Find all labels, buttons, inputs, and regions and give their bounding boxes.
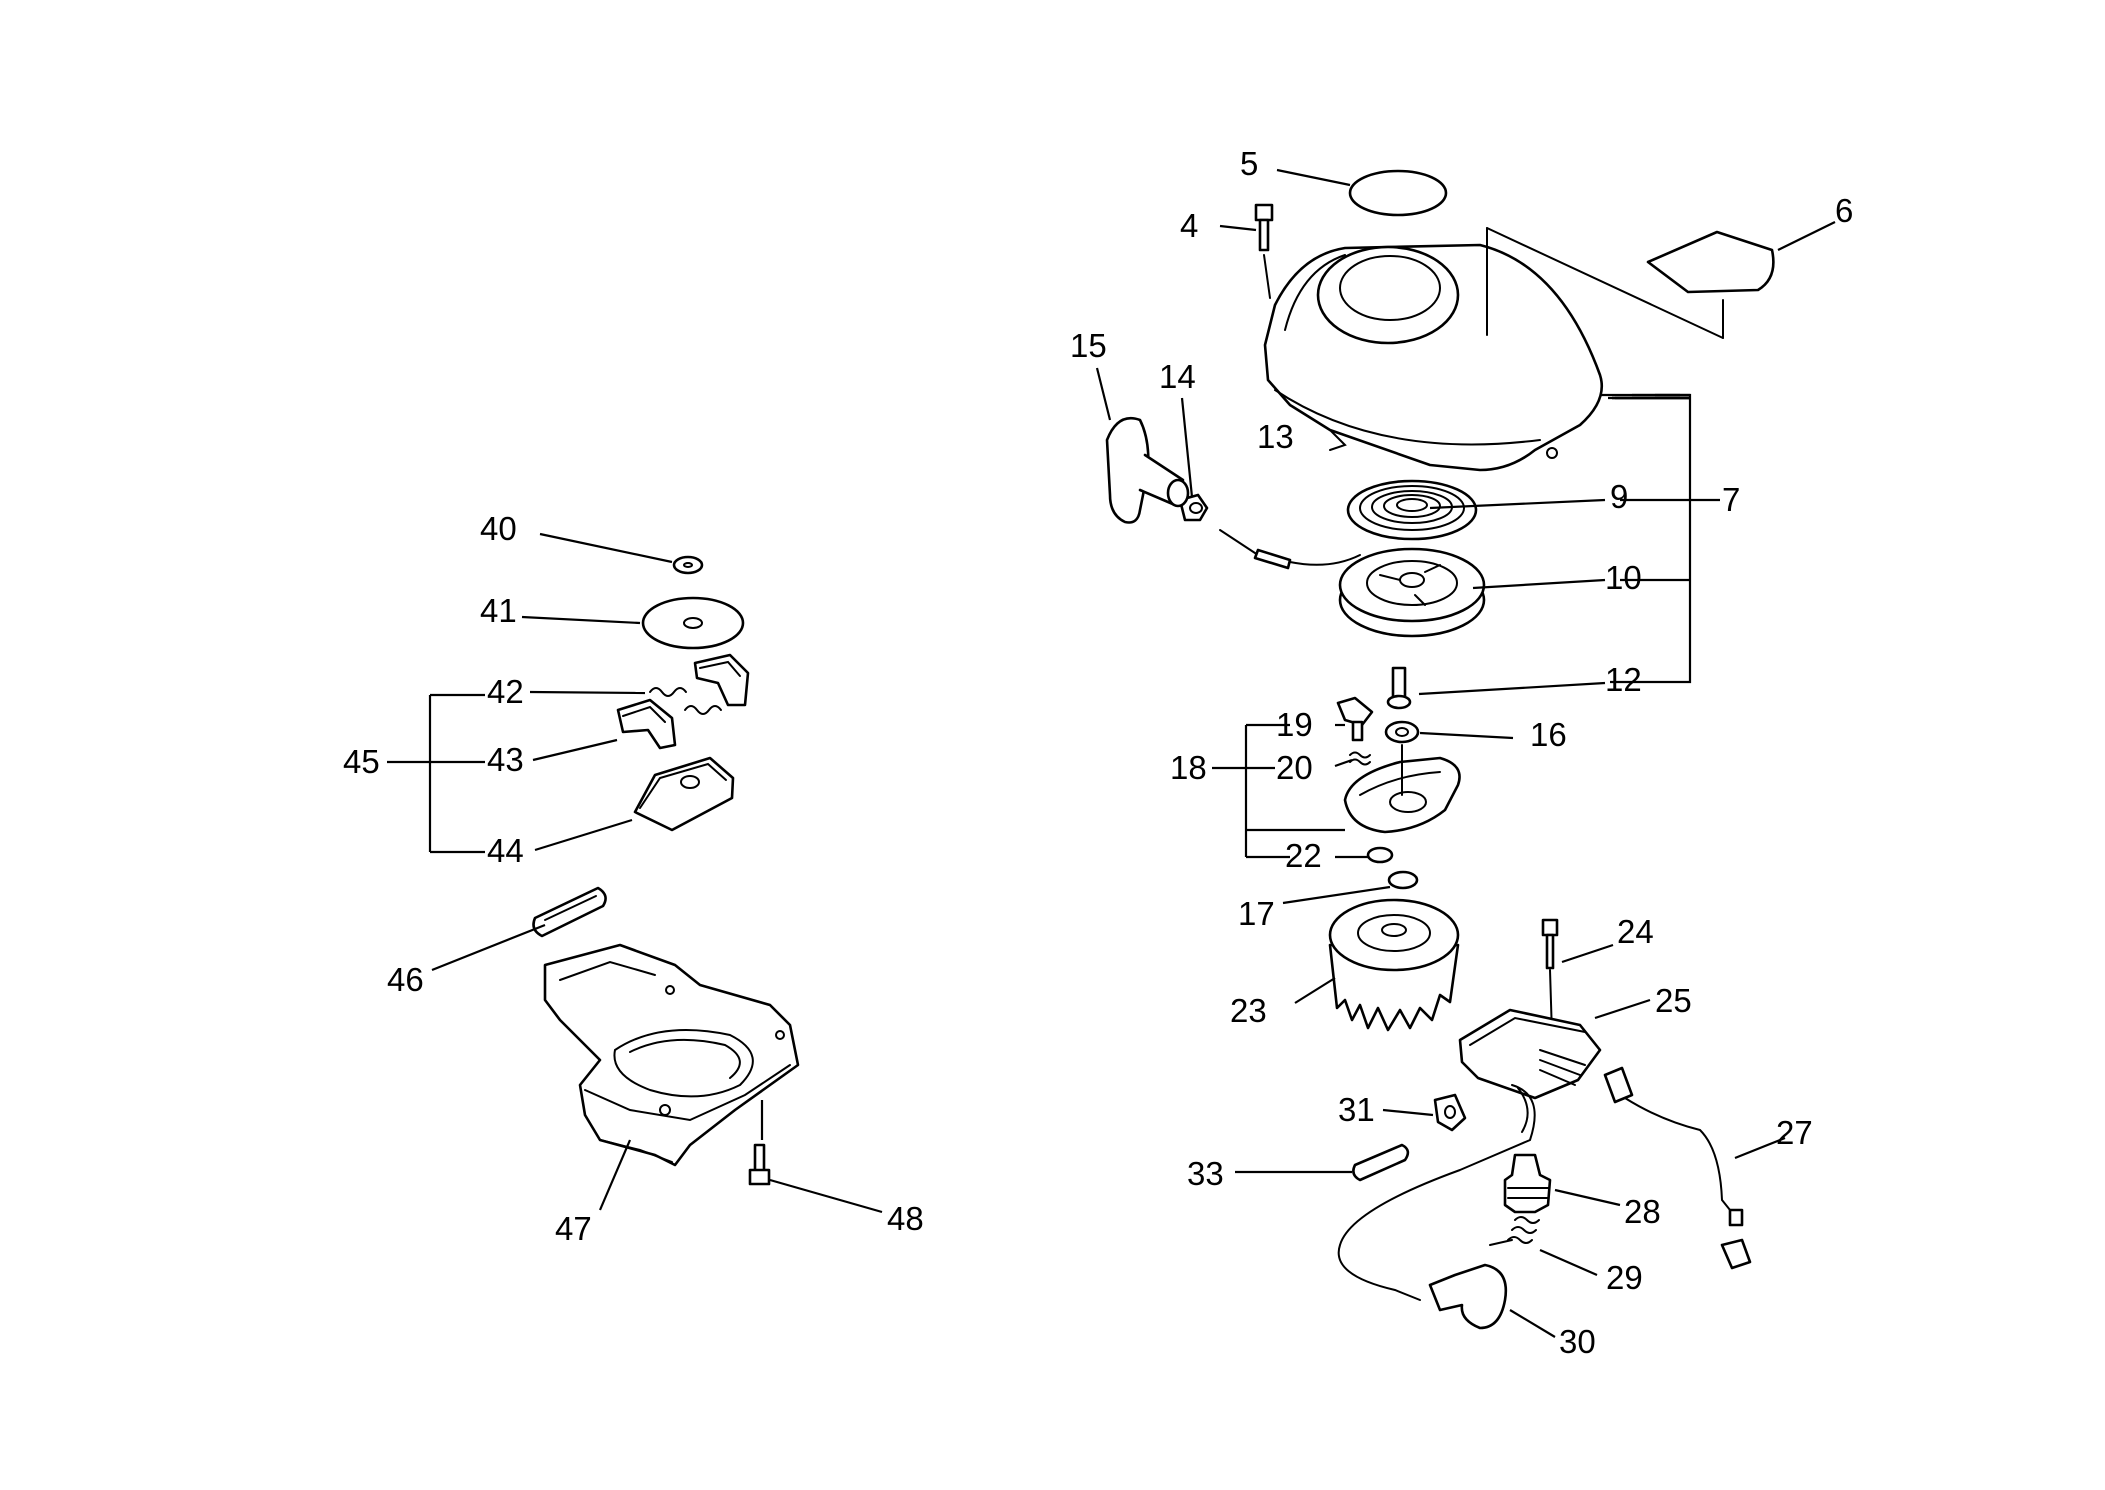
part-20-spring xyxy=(1349,751,1371,766)
part-18-ratchet-assembly xyxy=(1343,744,1461,834)
part-42-clutch-shoe-and-springs xyxy=(649,653,750,715)
part-33-pin xyxy=(1352,1143,1410,1182)
part-13-rope xyxy=(1219,529,1361,570)
callout-48: 48 xyxy=(887,1200,924,1237)
callout-labels: 4 5 6 7 9 10 12 13 14 15 16 17 18 19 20 … xyxy=(343,145,1853,1360)
callout-40: 40 xyxy=(480,510,517,547)
callout-7: 7 xyxy=(1722,481,1740,518)
callout-5: 5 xyxy=(1240,145,1258,182)
callout-22: 22 xyxy=(1285,837,1322,874)
part-27-ground-wire xyxy=(1603,1066,1752,1270)
callout-45: 45 xyxy=(343,743,380,780)
part-24-bolt xyxy=(1541,918,1559,1036)
callout-15: 15 xyxy=(1070,327,1107,364)
callout-27: 27 xyxy=(1776,1114,1813,1151)
part-28-spark-plug xyxy=(1503,1153,1552,1214)
part-17-washer xyxy=(1387,870,1419,890)
callout-24: 24 xyxy=(1617,913,1654,950)
callout-19: 19 xyxy=(1276,706,1313,743)
part-15-starter-handle xyxy=(1105,416,1190,524)
part-47-engine-housing xyxy=(543,943,800,1167)
callout-47: 47 xyxy=(555,1210,592,1247)
leader-lines xyxy=(387,168,1836,1338)
callout-9: 9 xyxy=(1610,478,1628,515)
part-48-bolt xyxy=(748,1143,771,1186)
callout-17: 17 xyxy=(1238,895,1275,932)
part-25-ignition-coil xyxy=(1458,1008,1602,1100)
callout-46: 46 xyxy=(387,961,424,998)
callout-29: 29 xyxy=(1606,1259,1643,1296)
part-30-spark-plug-cap-and-lead xyxy=(1337,1084,1536,1330)
callout-4: 4 xyxy=(1180,207,1198,244)
callout-13: 13 xyxy=(1257,418,1294,455)
part-16-washer xyxy=(1384,720,1420,744)
part-23-flywheel xyxy=(1328,898,1460,1032)
callout-42: 42 xyxy=(487,673,524,710)
callout-33: 33 xyxy=(1187,1155,1224,1192)
callout-20: 20 xyxy=(1276,749,1313,786)
callout-28: 28 xyxy=(1624,1193,1661,1230)
callout-41: 41 xyxy=(480,592,517,629)
part-12-screw xyxy=(1386,666,1412,710)
part-5-cap xyxy=(1348,169,1448,217)
callout-6: 6 xyxy=(1835,192,1853,229)
part-29-spring xyxy=(1489,1216,1540,1246)
part-7-starter-cover xyxy=(1263,227,1724,472)
callout-31: 31 xyxy=(1338,1091,1375,1128)
part-22-washer xyxy=(1366,846,1394,864)
callout-25: 25 xyxy=(1655,982,1692,1019)
part-31-clamp xyxy=(1433,1093,1467,1132)
part-44-clutch-hub xyxy=(633,756,735,832)
part-4-screw xyxy=(1254,203,1274,299)
part-40-washer xyxy=(672,555,704,575)
part-19-pawl xyxy=(1336,696,1374,742)
callout-30: 30 xyxy=(1559,1323,1596,1360)
part-6-label xyxy=(1646,230,1775,294)
callout-16: 16 xyxy=(1530,716,1567,753)
callout-23: 23 xyxy=(1230,992,1267,1029)
callout-18: 18 xyxy=(1170,749,1207,786)
part-43-clutch-shoe xyxy=(616,698,677,750)
part-41-plate xyxy=(641,596,745,650)
callout-43: 43 xyxy=(487,741,524,778)
callout-10: 10 xyxy=(1605,559,1642,596)
part-9-recoil-spring xyxy=(1346,479,1478,541)
callout-14: 14 xyxy=(1159,358,1196,395)
callout-12: 12 xyxy=(1605,661,1642,698)
part-10-pulley xyxy=(1338,547,1486,638)
part-46-gasket xyxy=(532,886,607,938)
callout-44: 44 xyxy=(487,832,524,869)
